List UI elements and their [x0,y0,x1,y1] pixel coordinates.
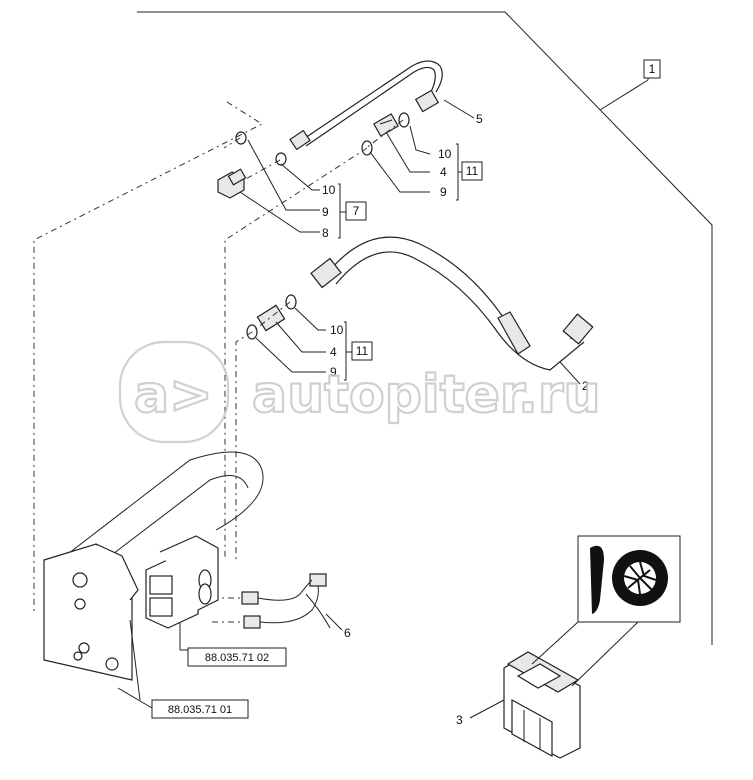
callout-5: 5 [476,112,483,126]
leader-lines [117,72,649,719]
rigid-tube-part-5 [289,60,443,151]
reference-lower: 88.035.71 01 [168,704,232,716]
switch-symbol-inset [577,535,681,623]
callout-1-box [643,59,661,79]
callout-middle-9: 9 [330,365,337,379]
watermark-logo: a> [134,365,213,425]
callout-middle-box [351,341,373,361]
callout-3: 3 [456,713,463,727]
reference-box-upper [187,647,287,667]
watermark-text: autopiter.ru [252,365,601,425]
flexible-hose-part-2 [310,236,594,371]
wiring-harness-part-6 [241,573,331,629]
callout-upper-left-box [345,201,367,221]
fitting-middle [246,294,297,340]
assembly-boundary-line [137,11,713,645]
callout-middle-10: 10 [330,323,344,337]
valve-body [43,451,264,701]
fitting-upper-left [217,131,287,199]
callout-upper-right-10: 10 [438,147,452,161]
callout-upper-left-8: 8 [322,226,329,240]
reference-upper: 88.035.71 02 [205,652,269,664]
callout-upper-left-10: 10 [322,183,336,197]
callout-upper-right-9: 9 [440,185,447,199]
callout-middle-group: 11 [356,344,369,358]
callout-1: 1 [649,62,656,76]
group-brackets [338,143,462,381]
rocker-switch-part-3 [503,621,639,759]
callout-upper-right-box [461,161,483,181]
callout-upper-left-9: 9 [322,205,329,219]
callout-2: 2 [582,379,589,393]
callout-upper-right-group: 11 [466,164,479,178]
callout-6: 6 [344,626,351,640]
callout-upper-left-group: 7 [353,204,360,218]
watermark: a> autopiter.ru [118,340,602,444]
callout-upper-right-4: 4 [440,165,447,179]
reference-box-lower [151,699,249,719]
callout-middle-4: 4 [330,345,337,359]
watermark-logo-frame [118,340,230,444]
